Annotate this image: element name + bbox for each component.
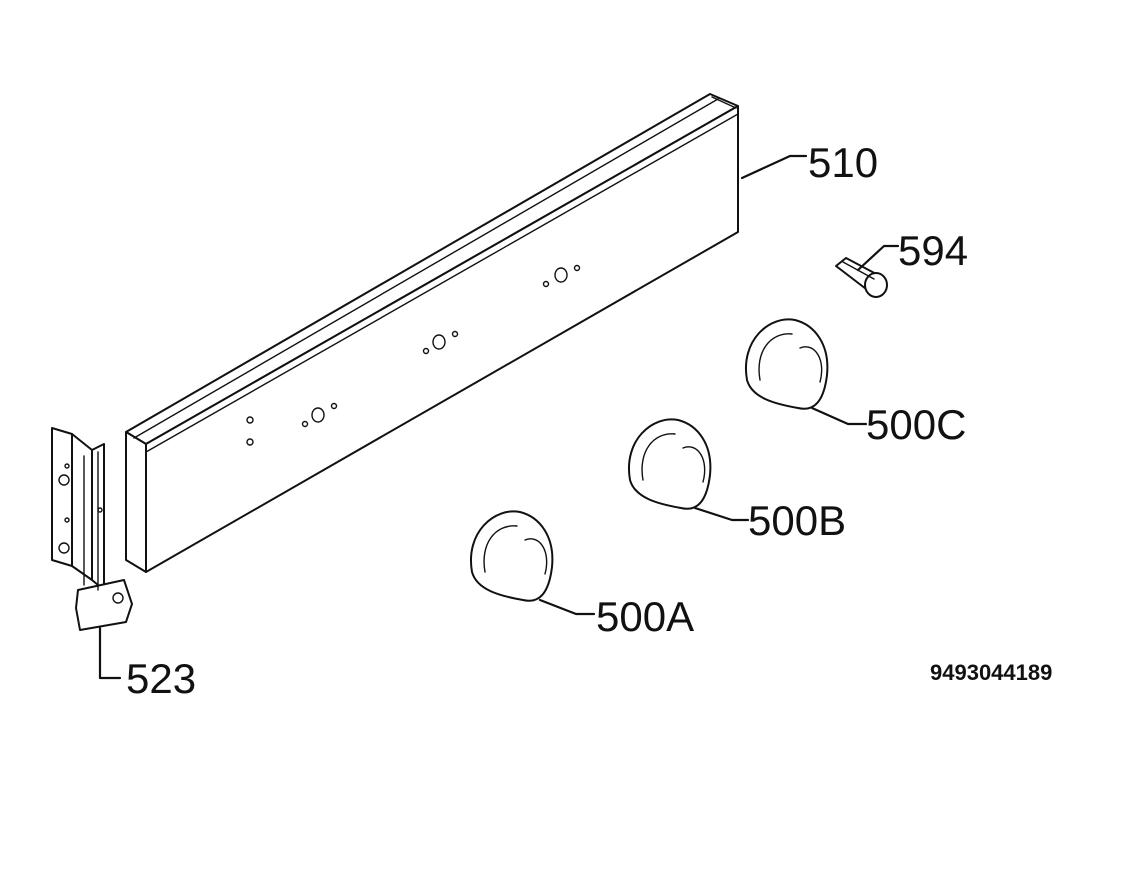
callout-500c: 500C — [866, 401, 967, 448]
leader-500b — [693, 506, 750, 522]
leader-lines — [98, 154, 900, 680]
leader-500a — [538, 598, 596, 616]
control-panel-part — [125, 93, 739, 573]
callout-500a: 500A — [596, 593, 695, 640]
side-bracket-part — [51, 427, 133, 631]
indicator-bulb-part — [835, 257, 888, 298]
leader-500c — [810, 406, 868, 426]
leader-510 — [740, 154, 808, 180]
callout-510: 510 — [808, 139, 879, 186]
leader-594 — [856, 244, 900, 272]
knob-c-part — [744, 318, 829, 410]
knob-a-part — [469, 510, 554, 602]
callout-500b: 500B — [748, 497, 847, 544]
leader-523 — [98, 626, 122, 680]
callout-523: 523 — [126, 655, 197, 702]
callout-594: 594 — [898, 227, 969, 274]
knob-b-part — [627, 418, 712, 510]
drawing-number: 9493044189 — [930, 660, 1053, 685]
